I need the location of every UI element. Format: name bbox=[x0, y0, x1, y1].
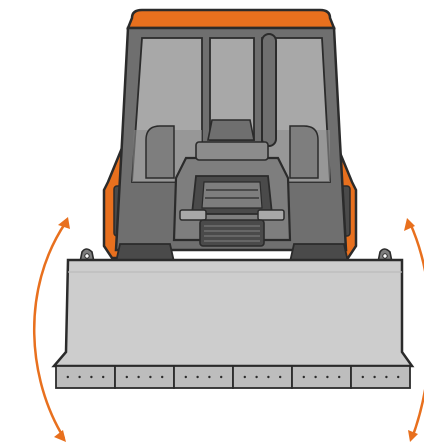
cutting-edge-segment bbox=[114, 365, 175, 389]
exhaust-stack bbox=[261, 33, 277, 147]
cab-roof bbox=[126, 8, 336, 30]
left-bracket-pin bbox=[84, 253, 90, 259]
lower-vent bbox=[199, 219, 265, 247]
grille-face bbox=[201, 181, 263, 209]
blade-cutting-edge bbox=[55, 365, 411, 389]
right-headlight bbox=[257, 209, 285, 221]
cutting-edge-segment bbox=[350, 365, 411, 389]
bolt-dot bbox=[338, 375, 341, 379]
cutting-edge-segment bbox=[291, 365, 352, 389]
right-arrowhead-top bbox=[404, 218, 415, 231]
bolt-dot bbox=[196, 375, 199, 379]
hood-panel bbox=[195, 141, 269, 161]
right-bracket-pin bbox=[382, 253, 388, 259]
bolt-dot bbox=[125, 375, 128, 379]
bolt-dot bbox=[220, 375, 223, 379]
bolt-dot bbox=[279, 375, 282, 379]
left-tilt-arrow bbox=[33, 221, 68, 439]
bolt-dot bbox=[373, 375, 376, 379]
bolt-dot bbox=[255, 375, 258, 379]
right-tilt-arrow bbox=[408, 222, 424, 439]
bolt-dot bbox=[326, 375, 329, 379]
bolt-dot bbox=[385, 375, 388, 379]
right-seat bbox=[289, 125, 319, 179]
cutting-edge-segment bbox=[173, 365, 234, 389]
dozer-blade bbox=[51, 258, 415, 368]
bolt-dot bbox=[267, 375, 270, 379]
hood-top bbox=[207, 119, 255, 141]
left-seat bbox=[145, 125, 175, 179]
bolt-dot bbox=[149, 375, 152, 379]
bolt-dot bbox=[161, 375, 164, 379]
bolt-dot bbox=[361, 375, 364, 379]
right-arrowhead-bottom bbox=[408, 430, 418, 442]
bolt-dot bbox=[90, 375, 93, 379]
bolt-dot bbox=[102, 375, 105, 379]
bolt-dot bbox=[302, 375, 305, 379]
bolt-dot bbox=[208, 375, 211, 379]
cutting-edge-segment bbox=[55, 365, 116, 389]
cutting-edge-segment bbox=[232, 365, 293, 389]
bolt-dot bbox=[66, 375, 70, 379]
left-headlight bbox=[179, 209, 207, 221]
bolt-dot bbox=[137, 375, 140, 379]
left-arrowhead-top bbox=[58, 217, 70, 229]
bolt-dot bbox=[184, 375, 187, 379]
left-arrowhead-bottom bbox=[54, 430, 66, 442]
bolt-dot bbox=[314, 375, 317, 379]
bolt-dot bbox=[243, 375, 246, 379]
bolt-dot bbox=[78, 375, 81, 379]
bolt-dot bbox=[397, 375, 400, 379]
